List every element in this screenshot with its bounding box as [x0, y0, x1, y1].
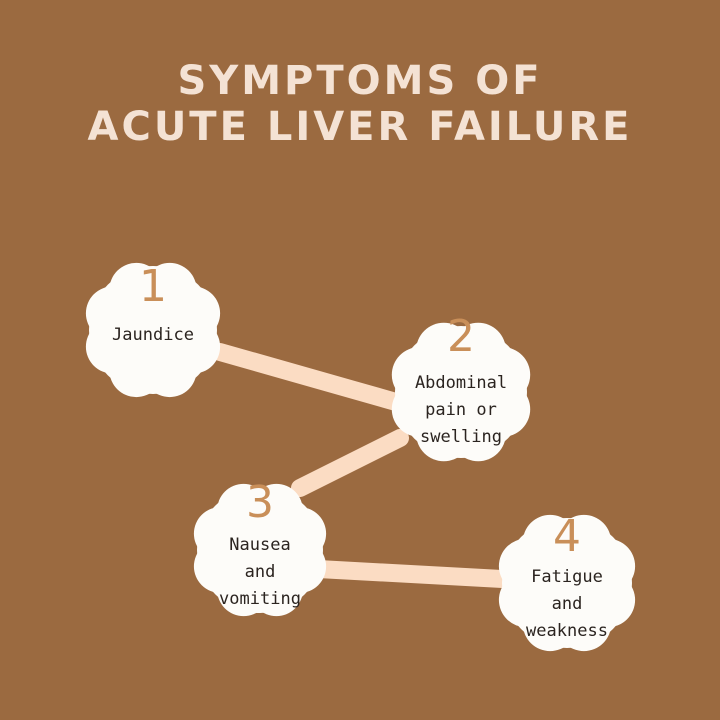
step-3-cloud: [193, 483, 327, 617]
step-1-number: 1: [139, 261, 167, 312]
clouds: [85, 262, 636, 652]
step-4-label-line: weakness: [526, 621, 608, 641]
step-4-number: 4: [553, 511, 581, 562]
step-2-label-line: pain or: [425, 400, 497, 420]
step-3-label-line: vomiting: [219, 589, 301, 609]
connector-1-2: [211, 343, 419, 415]
step-3-label-line: and: [244, 562, 276, 582]
step-3-label: Nausea and vomiting: [180, 532, 340, 613]
step-3-label-line: Nausea: [229, 535, 291, 555]
title-line-2: ACUTE LIVER FAILURE: [87, 104, 633, 150]
step-2-number: 2: [447, 311, 475, 362]
step-2-cloud: [391, 322, 531, 462]
step-4-cloud: [498, 514, 636, 652]
step-1-cloud: [85, 262, 221, 398]
step-1-label-line: Jaundice: [112, 325, 194, 345]
step-2-label-line: swelling: [420, 427, 502, 447]
step-2-label: Abdominal pain or swelling: [381, 370, 541, 451]
connector-2-3: [291, 429, 409, 497]
step-1-label: Jaundice: [73, 322, 233, 349]
step-4-label-line: and: [551, 594, 583, 614]
title-line-1: SYMPTOMS OF: [177, 58, 543, 104]
page-title: SYMPTOMS OF ACUTE LIVER FAILURE: [0, 58, 720, 150]
step-3-number: 3: [246, 477, 274, 528]
connector-3-4: [291, 559, 529, 589]
connectors: [211, 343, 529, 589]
step-4-label: Fatigue and weakness: [487, 564, 647, 645]
step-4-label-line: Fatigue: [531, 567, 603, 587]
step-2-label-line: Abdominal: [414, 373, 508, 393]
